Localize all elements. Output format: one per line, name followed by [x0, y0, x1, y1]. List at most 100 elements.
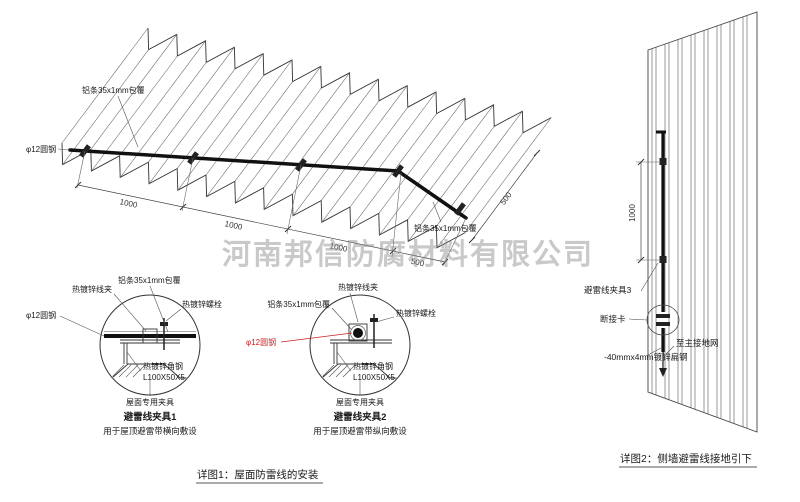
leader-line	[645, 347, 662, 357]
dimension-label: 500	[410, 257, 425, 269]
wall-clamp-label: 避雷线夹具3	[584, 285, 632, 295]
hatch-line	[111, 364, 125, 378]
dimension-tick	[637, 256, 645, 264]
dimension-tick	[533, 149, 541, 157]
leader-line	[57, 148, 71, 151]
leader-line	[165, 308, 182, 322]
caption-detail-1: 详图1：屋面防雷线的安装	[197, 468, 319, 481]
corrugation-rib-line	[436, 111, 523, 227]
dimension-extension-line	[76, 150, 86, 189]
bolt-nut	[370, 318, 378, 322]
corrugation-rib-line	[378, 98, 466, 214]
corrugation-rib-line	[206, 81, 293, 197]
hatch-line	[132, 364, 146, 378]
corrugation-rib-line	[264, 94, 351, 210]
bolt-label: 热镀锌螺栓	[182, 299, 222, 309]
corrugation-rib-line	[292, 100, 380, 216]
roof-corrugation-lines	[61, 27, 552, 249]
dimension-extension-line	[391, 172, 402, 258]
dimension-label: 1000	[119, 197, 139, 210]
fixture-label: 屋面专用夹具	[126, 397, 174, 407]
wall-corrugation-lines	[651, 15, 748, 429]
disconnect-plate	[656, 322, 670, 326]
corrugation-rib-line	[407, 104, 494, 220]
bolt-label: 热镀锌螺栓	[396, 308, 436, 318]
roof-isometric-view: 1000 1000 1000 500 500 铝条35x1mm包覆 铝条35x1…	[26, 27, 552, 269]
section-hatch	[111, 364, 146, 378]
wall-outline	[647, 11, 758, 433]
leader-line	[432, 201, 442, 223]
section-hatch	[321, 364, 356, 378]
hatch-line	[321, 364, 335, 378]
corrugation-rib-line	[464, 117, 552, 233]
roof-front-edge-zigzag	[61, 142, 466, 249]
corrugation-rib-line	[61, 27, 149, 144]
corrugation-rib-line	[408, 126, 495, 242]
round-steel-label-red: φ12圆钢	[246, 337, 276, 347]
clamp-label: 热镀锌线夹	[72, 284, 112, 294]
corrugation-rib-line	[205, 59, 293, 176]
leader-line	[126, 351, 142, 372]
detail-1-subtitle: 用于屋顶避雷带横向敷设	[103, 426, 197, 436]
corrugation-rib-line	[379, 119, 466, 236]
corrugation-rib-line	[349, 91, 437, 208]
bolt-nut	[160, 322, 168, 326]
dimension-tick	[389, 247, 397, 255]
leader-line	[331, 307, 352, 330]
angle-spec-label: L100X50X5	[353, 373, 395, 382]
disconnect-plate	[656, 314, 670, 318]
corrugation-rib-line	[436, 132, 524, 248]
corrugation-rib-line	[177, 75, 265, 191]
dimension-label: 1000	[628, 204, 637, 222]
dimension-tick	[74, 181, 82, 189]
detail-1-section	[101, 318, 199, 379]
aluminum-clad-label: 铝条35x1mm包覆	[118, 275, 181, 285]
corrugation-rib-line	[292, 79, 379, 195]
leader-line	[59, 315, 105, 337]
angle-steel-label: 热镀锌角钢	[143, 361, 183, 371]
angle-steel-label: 热镀锌角钢	[353, 361, 393, 371]
hatch-line	[335, 364, 349, 378]
corrugation-rib-line	[176, 53, 264, 169]
corrugation-rib-line	[90, 34, 178, 150]
aluminum-clad-label: 铝条35x1mm包覆	[267, 299, 330, 309]
dimension-line	[471, 152, 538, 241]
dimension-label: 500	[498, 190, 514, 207]
caption-detail-2: 详图2：侧墙避雷线接地引下	[620, 452, 752, 465]
leader-line	[349, 292, 359, 323]
leader-line	[113, 293, 147, 332]
corrugation-rib-line	[148, 47, 235, 163]
leader-line	[628, 318, 648, 321]
leader-line	[665, 345, 675, 355]
clamp-label: 热镀锌线夹	[338, 282, 378, 292]
dimension-label: 1000	[329, 241, 349, 254]
flat-steel-label: -40mmx4mm镀锌扁钢	[604, 352, 688, 362]
to-ground-label: 至主接地网	[676, 338, 719, 348]
detail-1-title: 避雷线夹具1	[124, 411, 178, 423]
leader-line-red	[280, 332, 353, 343]
ground-arrow	[659, 368, 667, 377]
dimension-extension-line	[286, 164, 302, 235]
corrugation-rib-line	[321, 107, 409, 223]
dimension-extension-line	[442, 217, 467, 267]
roof-back-edge-zigzag	[147, 27, 552, 134]
round-steel-label: φ12圆钢	[26, 310, 56, 320]
corrugation-rib-line	[120, 62, 207, 178]
angle-spec-label: L100X50X5	[143, 373, 185, 382]
dimension-tick	[637, 158, 645, 166]
round-steel-label: φ12圆钢	[26, 144, 56, 154]
corrugation-rib-line	[62, 49, 149, 165]
captions: 详图1：屋面防雷线的安装 详图2：侧墙避雷线接地引下	[196, 452, 757, 484]
corrugation-rib-line	[263, 72, 350, 188]
detail-2-title: 避雷线夹具2	[334, 411, 387, 423]
round-steel-wire-section	[353, 328, 363, 338]
corrugation-rib-line	[235, 87, 322, 204]
dimension-label: 1000	[224, 219, 244, 232]
side-wall-view: 1000 避雷线夹具3 断接卡 至主接地网 -40mmx4mm镀锌扁钢	[584, 11, 758, 433]
dimension-extension-line	[181, 157, 194, 212]
hatch-line	[125, 364, 139, 378]
detail-2-subtitle: 用于屋顶避雷带纵向敷设	[313, 426, 407, 436]
fixture-label: 屋面专用夹具	[336, 397, 384, 407]
corrugation-rib-line	[320, 85, 408, 201]
